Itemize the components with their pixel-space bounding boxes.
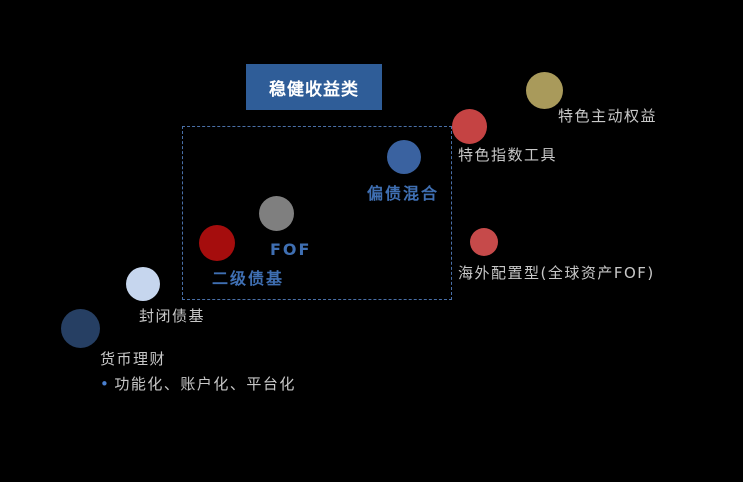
label-hybrid-bond: 偏债混合 [367, 184, 440, 203]
feature-note-text: 功能化、账户化、平台化 [114, 375, 296, 393]
label-secondary-bond: 二级债基 [212, 269, 285, 288]
dot-closed-bond [126, 267, 160, 301]
dot-fof [259, 196, 294, 231]
dot-overseas [470, 228, 498, 256]
stable-income-frame [182, 126, 452, 300]
dot-money-market [61, 309, 100, 348]
feature-note: •功能化、账户化、平台化 [100, 375, 296, 393]
label-overseas: 海外配置型(全球资产FOF) [458, 264, 655, 282]
dot-active-equity [526, 72, 563, 109]
label-index-tools: 特色指数工具 [458, 146, 558, 164]
label-active-equity: 特色主动权益 [558, 107, 658, 125]
category-title: 稳健收益类 [246, 64, 382, 110]
dot-hybrid-bond [387, 140, 421, 174]
dot-secondary-bond [199, 225, 235, 261]
label-fof: FOF [270, 240, 312, 259]
bullet-marker: • [100, 375, 111, 393]
label-money-market: 货币理财 [100, 350, 167, 368]
label-closed-bond: 封闭债基 [139, 307, 206, 325]
dot-index-tools [452, 109, 487, 144]
